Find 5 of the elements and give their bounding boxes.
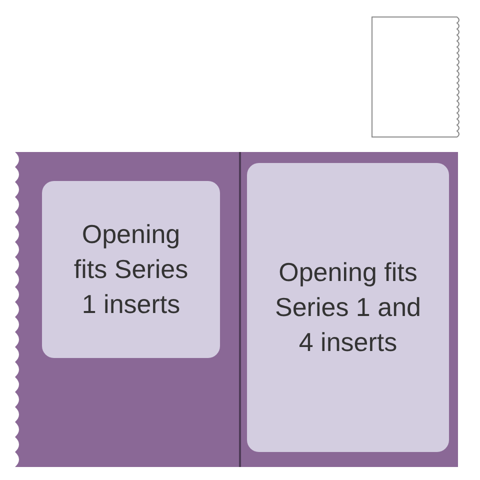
panel-text: Opening fits Series 1 inserts — [72, 218, 190, 322]
panel-text: Opening fits Series 1 and 4 inserts — [274, 256, 422, 360]
pocket-panel — [247, 163, 449, 452]
pocket-panel — [42, 181, 220, 358]
divider-sheet — [15, 152, 458, 467]
